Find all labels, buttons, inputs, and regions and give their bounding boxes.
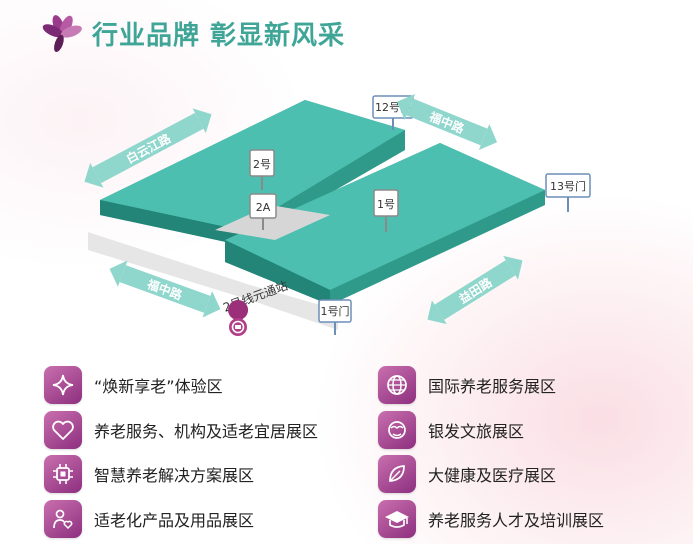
- gate-1-sign: 1号门: [318, 299, 352, 335]
- sparkle-icon: [44, 366, 82, 404]
- graduation-cap-icon: [378, 500, 416, 538]
- legend-item-international[interactable]: 国际养老服务展区: [378, 366, 556, 404]
- leaf-icon: [378, 455, 416, 493]
- gate-13-sign: 13号门: [545, 173, 591, 212]
- legend-item-smart-elderly[interactable]: 智慧养老解决方案展区: [44, 455, 254, 493]
- road-arrow-bottom-right: 益田路: [427, 255, 523, 325]
- legend-label: 大健康及医疗展区: [428, 466, 557, 485]
- legend-label: 智慧养老解决方案展区: [94, 466, 255, 485]
- legend-label: 养老服务、机构及适老宜居展区: [94, 422, 319, 441]
- legend-label: 国际养老服务展区: [428, 377, 557, 396]
- venue-map: 2号 2A 1号 12号门 13号门 1号门 白云江路 福中路: [84, 94, 591, 340]
- legend-label: “焕新享老”体验区: [94, 377, 223, 396]
- legend-item-talent-training[interactable]: 养老服务人才及培训展区: [378, 500, 604, 538]
- legend-label: 养老服务人才及培训展区: [428, 511, 605, 530]
- legend-label: 适老化产品及用品展区: [94, 511, 255, 530]
- heart-icon: [44, 411, 82, 449]
- globe-icon: [378, 366, 416, 404]
- legend-item-elderly-service[interactable]: 养老服务、机构及适老宜居展区: [44, 411, 318, 449]
- gate-13-label: 13号门: [550, 179, 586, 193]
- legend-label: 银发文旅展区: [428, 422, 525, 441]
- hall-2-label: 2号: [253, 158, 271, 171]
- hall-2a-slab[interactable]: [215, 205, 330, 240]
- legend-item-experience-zone[interactable]: “焕新享老”体验区: [44, 366, 223, 404]
- elder-heart-icon: [44, 500, 82, 538]
- chip-icon: [44, 455, 82, 493]
- legend-item-silver-tourism[interactable]: 银发文旅展区: [378, 411, 524, 449]
- legend-item-health-medical[interactable]: 大健康及医疗展区: [378, 455, 556, 493]
- metro-icon[interactable]: [228, 300, 249, 340]
- flower-logo-icon: [42, 15, 82, 53]
- hall-2a-sign: 2A: [249, 193, 277, 230]
- elder-face-icon: [378, 411, 416, 449]
- hall-1-label: 1号: [377, 198, 395, 211]
- page-title: 行业品牌 彰显新风采: [92, 20, 346, 51]
- hall-1-sign: 1号: [373, 189, 399, 232]
- hall-2a-label: 2A: [256, 201, 271, 214]
- header: 行业品牌 彰显新风采: [40, 10, 345, 56]
- road-arrow-top-right: 福中路: [396, 94, 498, 150]
- ground-shadow: [88, 232, 338, 330]
- gate-1-label: 1号门: [321, 304, 350, 318]
- hall-2-sign: 2号: [249, 149, 275, 190]
- legend-item-aging-products[interactable]: 适老化产品及用品展区: [44, 500, 254, 538]
